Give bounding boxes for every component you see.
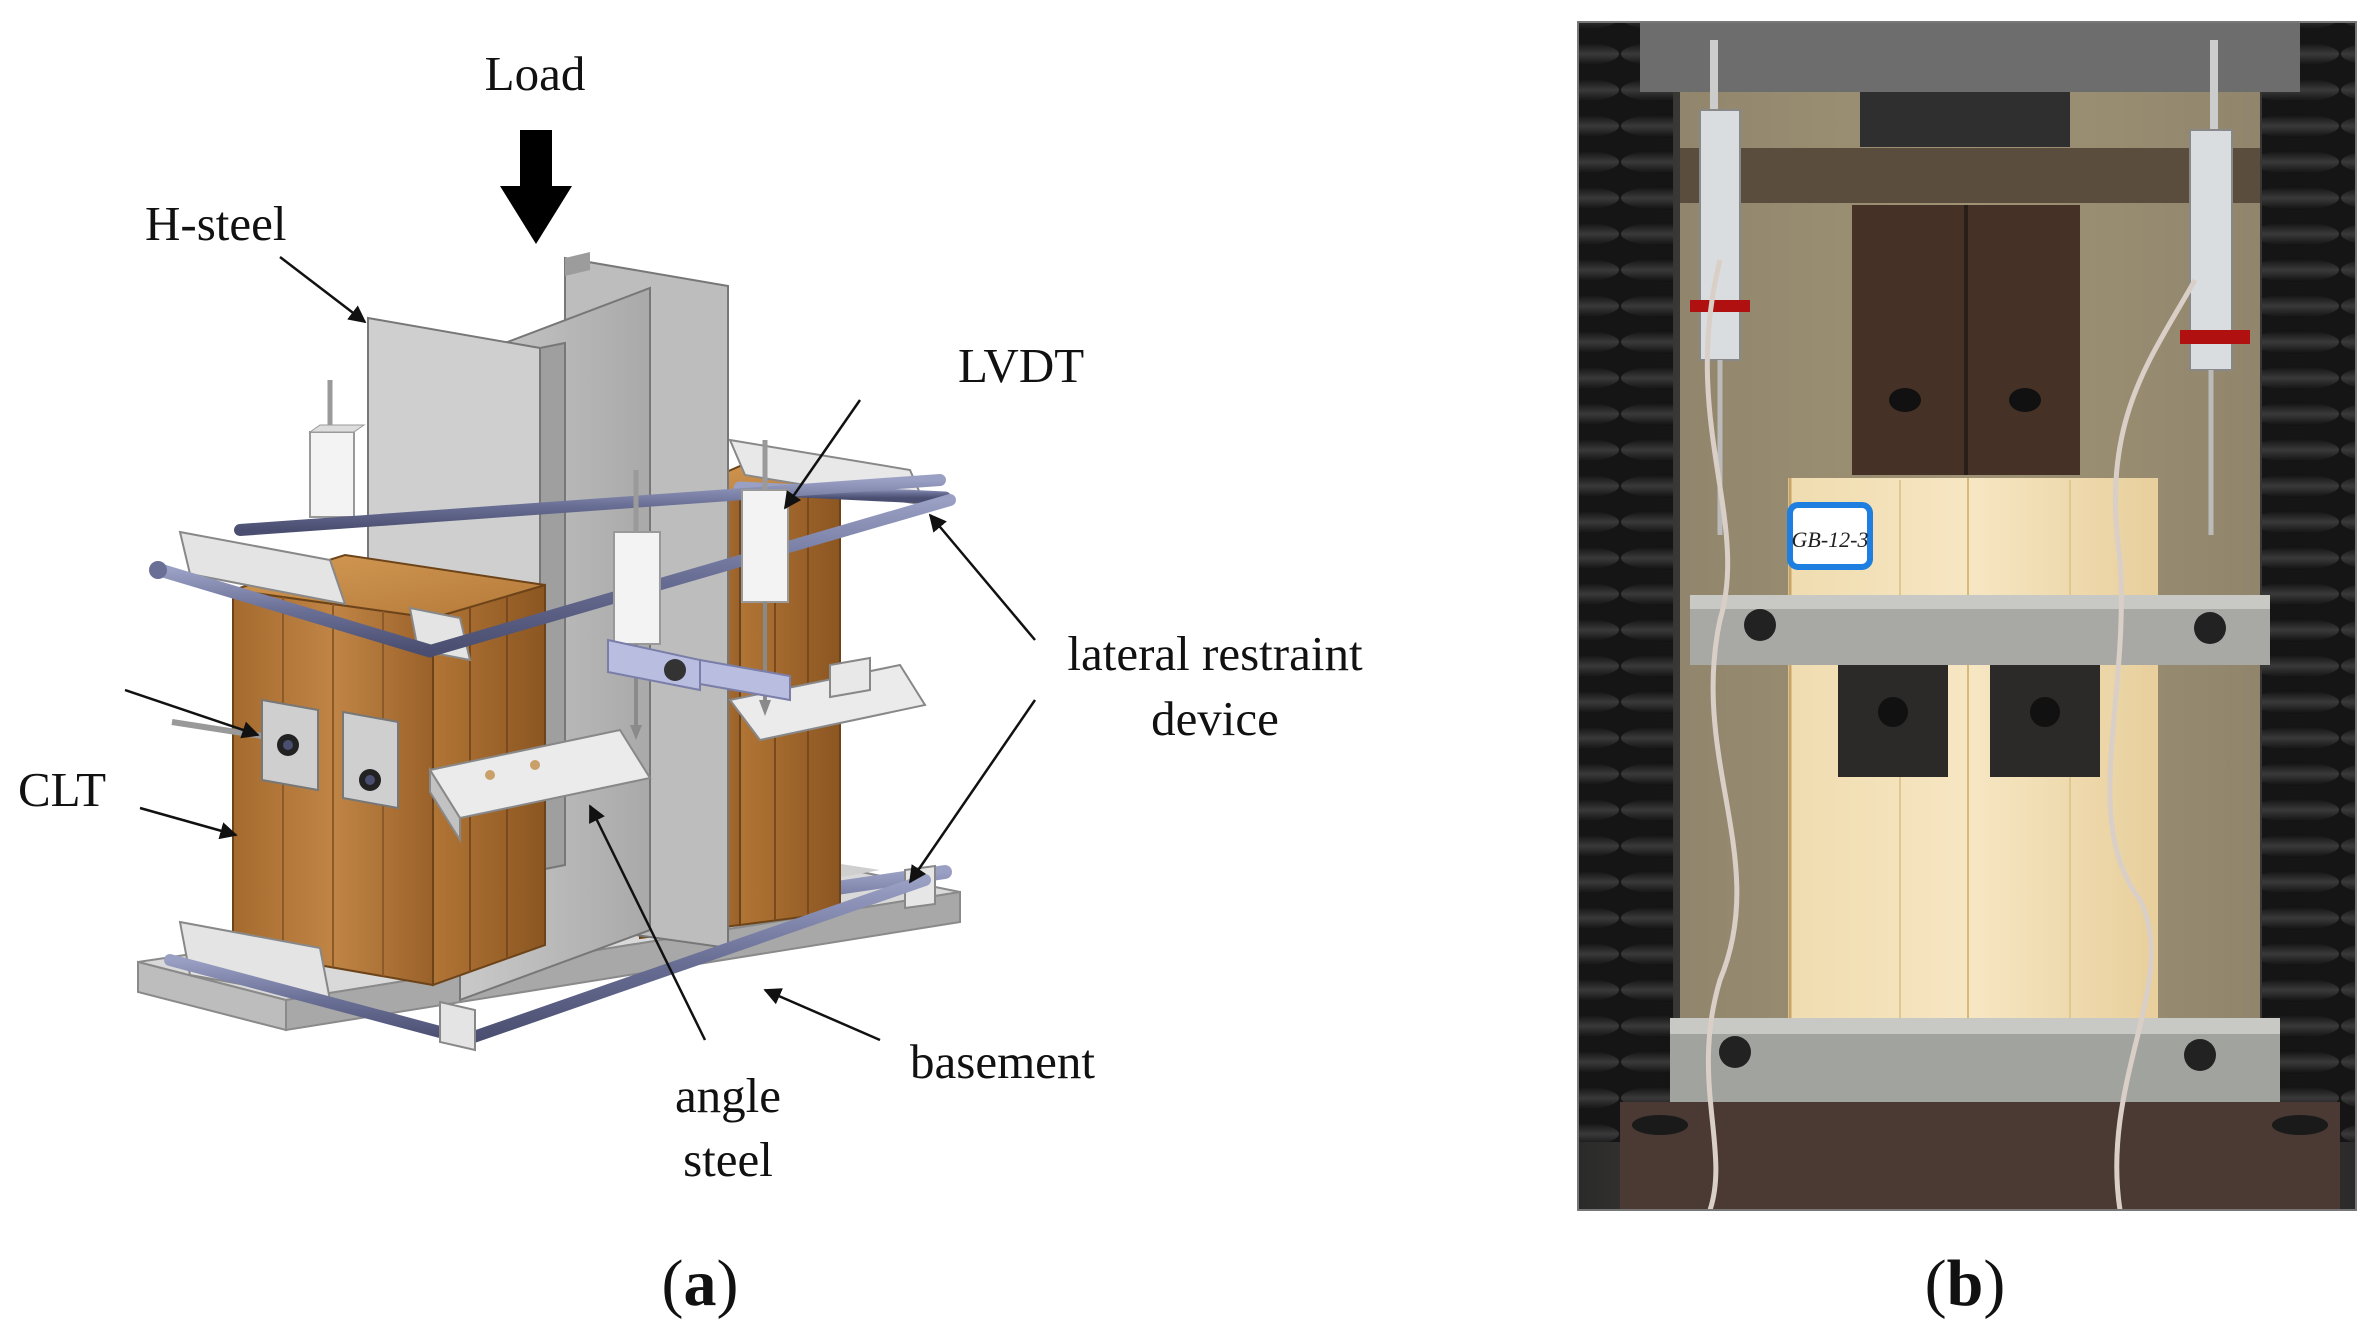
load-arrow bbox=[500, 130, 572, 244]
label-load: Load bbox=[485, 46, 586, 101]
specimen-tag-text: GB-12-3 bbox=[1792, 527, 1869, 552]
lvdt-back-left bbox=[308, 380, 366, 518]
lvdt-front bbox=[607, 470, 701, 740]
spring-right bbox=[2262, 22, 2356, 1142]
caption-b: (b) bbox=[1925, 1247, 2006, 1320]
photo-lvdt-right bbox=[2180, 40, 2250, 535]
panel-b-photo: GB-12-3 bbox=[1577, 21, 2357, 1320]
photo-bolt-plates bbox=[1838, 665, 2100, 777]
top-restraint-front bbox=[149, 474, 956, 662]
caption-a-open: ( bbox=[662, 1247, 684, 1320]
label-angle-steel-line2: steel bbox=[683, 1132, 773, 1187]
specimen-tag: GB-12-3 bbox=[1787, 502, 1873, 570]
photo-lower-restraint bbox=[1670, 1018, 2280, 1102]
angle-steel-right bbox=[728, 656, 927, 742]
caption-b-letter: b bbox=[1947, 1247, 1984, 1320]
label-lvdt: LVDT bbox=[958, 338, 1084, 393]
label-basement: basement bbox=[910, 1034, 1095, 1089]
photo-cable-left bbox=[1704, 259, 1740, 1210]
spring-left bbox=[1578, 22, 1673, 1142]
photo-lvdt-left bbox=[1690, 40, 1750, 535]
photo-base-plate bbox=[1620, 1102, 2340, 1210]
caption-b-open: ( bbox=[1925, 1247, 1947, 1320]
caption-a-letter: a bbox=[684, 1247, 717, 1320]
label-clt: CLT bbox=[18, 762, 106, 817]
caption-a-close: ) bbox=[717, 1247, 739, 1320]
crosshead bbox=[1640, 22, 2300, 92]
photo-upper-restraint bbox=[1690, 595, 2270, 665]
lvdt-right bbox=[699, 440, 791, 716]
bolt-plates bbox=[171, 698, 399, 810]
label-lateral-restraint-line1: lateral restraint bbox=[1067, 626, 1363, 681]
caption-b-close: ) bbox=[1983, 1247, 2005, 1320]
label-angle-steel-line1: angle bbox=[675, 1068, 781, 1123]
bottom-restraint-front bbox=[164, 874, 931, 1052]
caption-a: (a) bbox=[662, 1247, 739, 1320]
angle-steel-front bbox=[428, 728, 652, 844]
label-h-steel: H-steel bbox=[145, 196, 287, 251]
photo-cable-right bbox=[2107, 278, 2198, 1210]
label-lateral-restraint-line2: device bbox=[1151, 691, 1279, 746]
leader-lines bbox=[124, 256, 1037, 1042]
panel-a-schematic: Load H-steel LVDT lateral restraint devi… bbox=[18, 46, 1363, 1320]
